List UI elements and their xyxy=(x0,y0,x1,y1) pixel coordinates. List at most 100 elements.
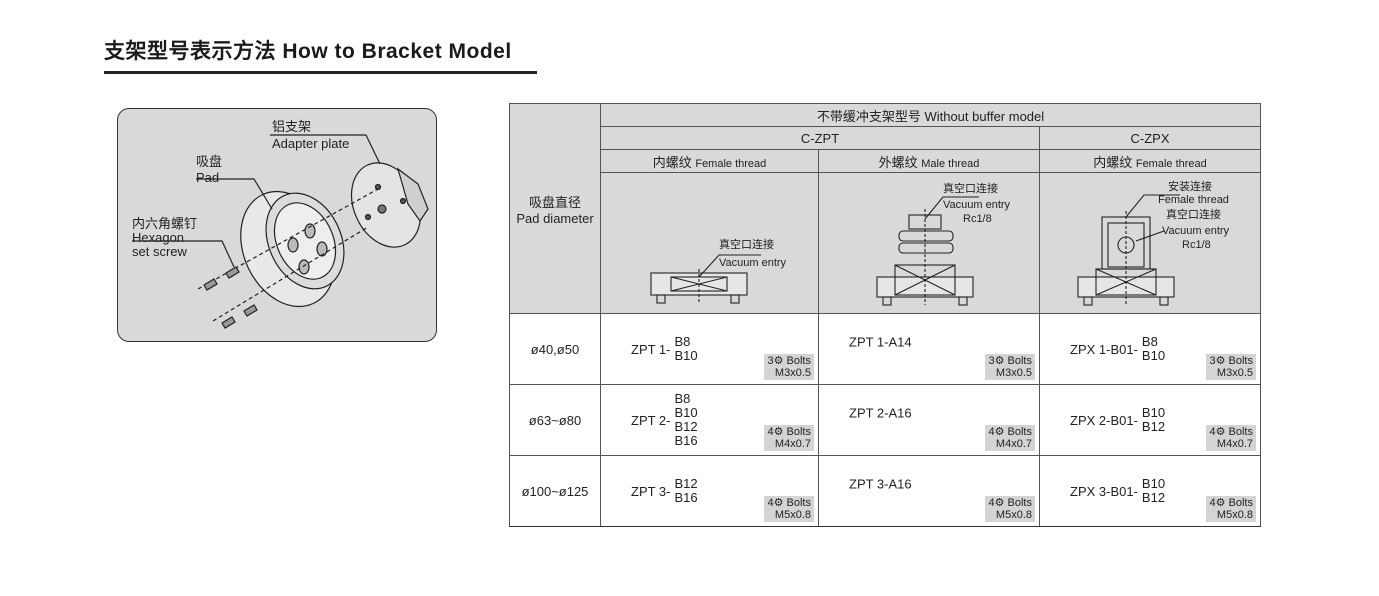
screw-label-cn: 内六角螺钉 xyxy=(132,216,198,231)
zpt-header: C-ZPT xyxy=(600,126,1040,150)
bolt-icon: ⚙ xyxy=(994,355,1005,367)
model-prefix: ZPT 1- xyxy=(631,341,671,357)
page-title: 支架型号表示方法 How to Bracket Model xyxy=(104,40,512,63)
adapter-plate-label-en: Adapter plate xyxy=(272,136,350,151)
exploded-assembly-drawing xyxy=(132,134,429,329)
diag3-install-en: Female thread xyxy=(1158,194,1229,206)
male-thread-diagram: 真空口连接 Vacuum entry Rc1/8 xyxy=(818,172,1040,314)
diag3-label-cn: 真空口连接 xyxy=(1166,209,1221,221)
bolt-icon: ⚙ xyxy=(773,497,784,509)
model-option: B12 xyxy=(674,476,698,491)
bolt-word: Bolts xyxy=(786,497,811,509)
bolt-icon: ⚙ xyxy=(994,497,1005,509)
group-header: 不带缓冲支架型号 Without buffer model xyxy=(600,103,1261,127)
model-option: B12 xyxy=(674,419,698,434)
bolt-word: Bolts xyxy=(1228,426,1253,438)
model-prefix: ZPX 3-B01- xyxy=(1070,483,1138,499)
model-prefix: ZPT 2- xyxy=(631,412,671,428)
bolt-icon: ⚙ xyxy=(1215,497,1226,509)
bolt-word: Bolts xyxy=(1228,355,1253,367)
diameter-cell: ø40,ø50 xyxy=(509,313,601,385)
model-option: B16 xyxy=(674,490,698,505)
bolt-count: 4 xyxy=(1209,426,1216,438)
model-option: B10 xyxy=(1141,476,1166,491)
model-option: B10 xyxy=(674,348,698,363)
diag3-install-cn: 安装连接 xyxy=(1168,181,1212,193)
female-thread-header-2: 内螺纹 Female thread xyxy=(1039,149,1261,173)
bolt-size: M5x0.8 xyxy=(1216,509,1253,521)
model-prefix: ZPX 2-B01- xyxy=(1070,412,1138,428)
bolt-count: 3 xyxy=(988,355,995,367)
female-en: Female thread xyxy=(695,157,767,170)
bolt-count: 4 xyxy=(767,497,774,509)
male-thread-header: 外螺纹 Male thread xyxy=(818,149,1040,173)
bolt-icon: ⚙ xyxy=(994,426,1005,438)
bolt-size: M4x0.7 xyxy=(1216,438,1253,450)
pad-label-en: Pad xyxy=(196,170,220,185)
bolt-word: Bolts xyxy=(1007,497,1032,509)
zpx-header: C-ZPX xyxy=(1039,126,1261,150)
bolt-word: Bolts xyxy=(786,426,811,438)
zpx-bracket-drawing xyxy=(1077,194,1180,306)
bolt-word: Bolts xyxy=(1007,426,1032,438)
zpx-female-thread-diagram: 安装连接 Female thread 真空口连接 Vacuum entry Rc… xyxy=(1039,172,1261,314)
diag1-label-en: Vacuum entry xyxy=(719,257,787,269)
bolt-size: M5x0.8 xyxy=(995,509,1032,521)
bolt-word: Bolts xyxy=(1007,355,1032,367)
assembly-figure: 铝支架 Adapter plate 吸盘 Pad 内六角螺钉 Hexagon s… xyxy=(117,108,437,342)
female-thread-header: 内螺纹 Female thread xyxy=(600,149,819,173)
female-thread-diagram: 真空口连接 Vacuum entry xyxy=(600,172,819,314)
model-prefix: ZPX 1-B01- xyxy=(1070,341,1138,357)
bolt-count: 4 xyxy=(988,497,995,509)
bolt-icon: ⚙ xyxy=(1215,355,1226,367)
model-code: ZPT 1-A14 xyxy=(849,334,912,350)
model-option: B12 xyxy=(1141,419,1166,434)
bolt-size: M3x0.5 xyxy=(774,367,811,379)
bolt-count: 3 xyxy=(1209,355,1216,367)
model-option: B12 xyxy=(1141,490,1166,505)
title-underline xyxy=(104,71,537,74)
bolt-count: 4 xyxy=(988,426,995,438)
diameter-cell: ø63~ø80 xyxy=(509,384,601,456)
bolt-size: M4x0.7 xyxy=(995,438,1032,450)
model-option: B8 xyxy=(674,391,691,406)
bolt-icon: ⚙ xyxy=(1215,426,1226,438)
bolt-count: 4 xyxy=(767,426,774,438)
model-code: ZPT 2-A16 xyxy=(849,405,912,421)
model-option: B8 xyxy=(1141,334,1158,349)
pad-diameter-header: 吸盘直径 Pad diameter xyxy=(509,103,601,314)
model-code: ZPT 3-A16 xyxy=(849,476,912,492)
female2-en: Female thread xyxy=(1135,157,1207,170)
female-cn: 内螺纹 xyxy=(652,154,692,170)
female2-cn: 内螺纹 xyxy=(1093,154,1133,170)
adapter-plate-label-cn: 铝支架 xyxy=(272,119,312,134)
diag3-label-en: Vacuum entry xyxy=(1162,225,1230,237)
diag2-port: Rc1/8 xyxy=(963,213,992,225)
zpt-female-bracket-drawing xyxy=(650,254,761,304)
pad-diameter-en: Pad diameter xyxy=(516,210,594,226)
model-option: B10 xyxy=(1141,405,1166,420)
bolt-size: M3x0.5 xyxy=(1216,367,1253,379)
pad-label-cn: 吸盘 xyxy=(196,154,223,169)
pad-diameter-cn: 吸盘直径 xyxy=(528,194,581,210)
diag2-label-en: Vacuum entry xyxy=(943,199,1011,211)
model-option: B10 xyxy=(674,405,698,420)
diameter-cell: ø100~ø125 xyxy=(509,455,601,527)
male-cn: 外螺纹 xyxy=(878,154,918,170)
